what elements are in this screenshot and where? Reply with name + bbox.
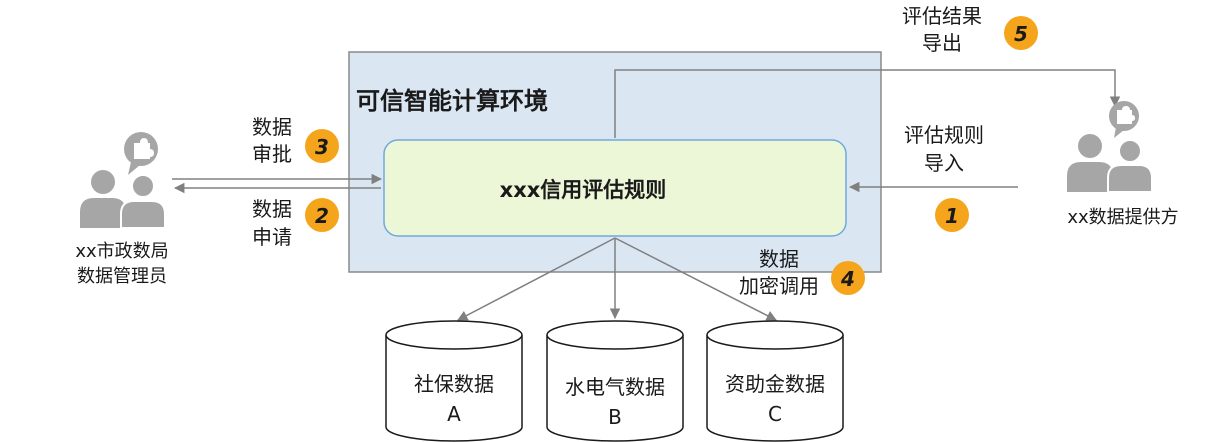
step2-label-line2: 申请 [252, 225, 292, 249]
step5-number: 5 [1014, 22, 1028, 46]
step1-badge: 1 [935, 198, 969, 232]
right-actor-icon [1067, 101, 1153, 193]
rule-title: xxx信用评估规则 [500, 178, 667, 202]
step4-label-line1: 数据 [759, 247, 799, 271]
step2-number: 2 [315, 204, 329, 228]
db-arrow-a [457, 237, 616, 321]
step3-label-line2: 审批 [252, 142, 292, 166]
step3-label-line1: 数据 [252, 115, 292, 139]
import-label-line2: 导入 [924, 151, 964, 175]
database-b: 水电气数据 B [546, 320, 684, 442]
step5-label-line2: 导出 [922, 31, 962, 55]
env-title: 可信智能计算环境 [356, 87, 548, 115]
step5-badge: 5 [1004, 16, 1038, 50]
database-cylinder-icon [546, 335, 684, 442]
left-actor-line1: xx市政数局 [75, 241, 168, 262]
step3-number: 3 [315, 135, 329, 159]
step2-badge: 2 [305, 198, 339, 232]
database-top [546, 320, 684, 350]
step4-label-line2: 加密调用 [739, 274, 819, 298]
puzzle-bubble-icon [124, 132, 158, 175]
left-actor-icon [80, 132, 166, 229]
person-group-icon [80, 170, 166, 229]
database-a-letter: A [447, 402, 461, 426]
database-top [706, 320, 844, 350]
database-a: 社保数据 A [385, 320, 523, 442]
puzzle-bubble-icon [1109, 101, 1139, 138]
rule-box [383, 139, 847, 237]
step4-badge: 4 [831, 261, 865, 295]
database-cylinder-icon [706, 335, 844, 442]
step1-number: 1 [945, 204, 959, 228]
database-c-name: 资助金数据 [725, 372, 825, 396]
export-arrow [614, 69, 1121, 138]
database-c: 资助金数据 C [706, 320, 844, 442]
step5-label-line1: 评估结果 [902, 4, 982, 28]
step4-number: 4 [840, 267, 855, 291]
database-b-letter: B [608, 405, 622, 429]
database-top [385, 320, 523, 350]
database-c-letter: C [768, 402, 782, 426]
step2-label-line1: 数据 [252, 197, 292, 221]
step3-badge: 3 [305, 129, 339, 163]
database-cylinder-icon [385, 335, 523, 442]
db-arrow-c [614, 237, 777, 321]
right-actor-label: xx数据提供方 [1067, 207, 1178, 228]
database-a-name: 社保数据 [414, 372, 494, 396]
import-label-line1: 评估规则 [904, 123, 984, 147]
left-actor-line2: 数据管理员 [77, 266, 167, 287]
person-group-icon [1067, 134, 1153, 193]
database-b-name: 水电气数据 [565, 375, 665, 399]
